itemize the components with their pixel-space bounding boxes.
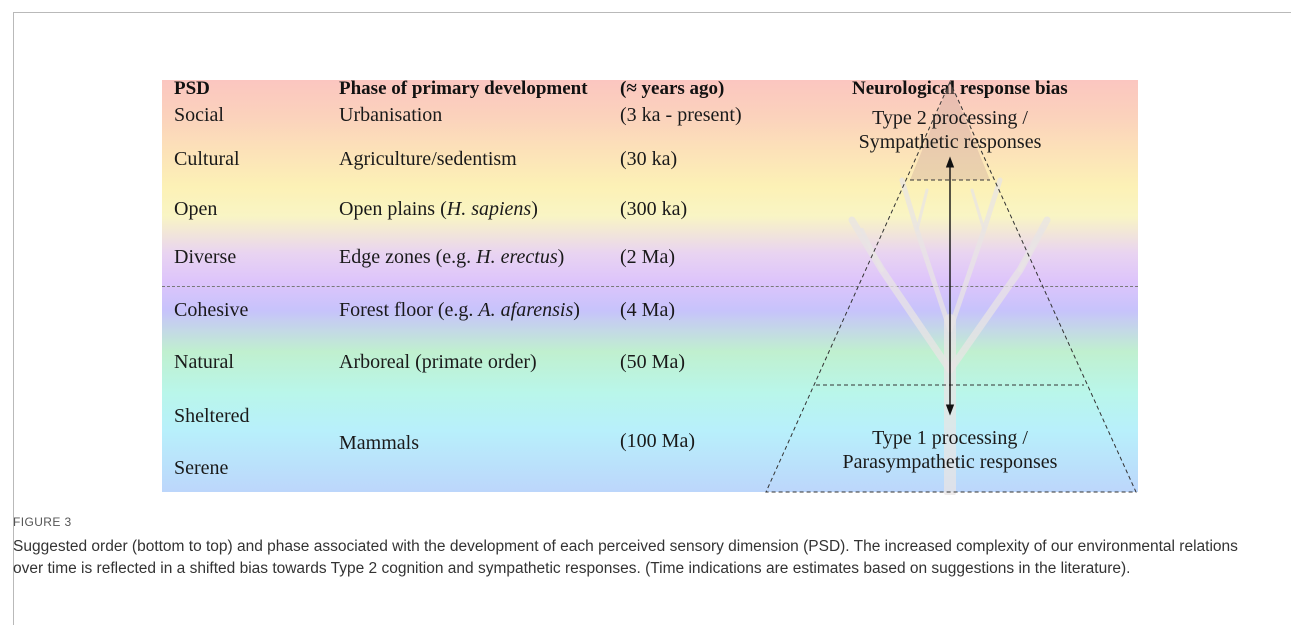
years-social: (3 ka - present) — [620, 104, 742, 126]
phase-forest-floor: Forest floor (e.g. A. afarensis) — [339, 299, 580, 321]
phase-mammals: Mammals — [339, 432, 419, 454]
figure-caption-title: FIGURE 3 — [13, 515, 72, 529]
psd-diverse: Diverse — [174, 246, 237, 268]
years-mammals: (100 Ma) — [620, 430, 695, 452]
phase-agriculture: Agriculture/sedentism — [339, 148, 517, 170]
figure-caption-text: Suggested order (bottom to top) and phas… — [13, 538, 1238, 577]
phase-urbanisation: Urbanisation — [339, 104, 443, 126]
psd-natural: Natural — [174, 351, 234, 373]
psd-open: Open — [174, 198, 218, 220]
type2-label: Type 2 processing / Sympathetic response… — [858, 107, 1042, 153]
type1-label: Type 1 processing / Parasympathetic resp… — [842, 427, 1058, 473]
years-cultural: (30 ka) — [620, 148, 678, 170]
header-years: (≈ years ago) — [620, 78, 725, 99]
figure-frame-left — [13, 12, 14, 625]
years-diverse: (2 Ma) — [620, 246, 675, 268]
response-pyramid — [765, 80, 1137, 495]
header-phase: Phase of primary development — [339, 78, 588, 99]
apex-shading — [910, 82, 990, 180]
figure-frame-top — [13, 12, 1291, 13]
years-open: (300 ka) — [620, 198, 688, 220]
phase-arboreal: Arboreal (primate order) — [339, 351, 537, 373]
pyramid-outline — [765, 80, 1137, 493]
figure-diagram: PSD Phase of primary development (≈ year… — [162, 70, 1138, 495]
phase-edge-zones: Edge zones (e.g. H. erectus) — [339, 246, 565, 268]
psd-serene: Serene — [174, 457, 229, 479]
psd-cohesive: Cohesive — [174, 299, 249, 321]
header-response: Neurological response bias — [852, 78, 1068, 99]
years-natural: (50 Ma) — [620, 351, 685, 373]
years-cohesive: (4 Ma) — [620, 299, 675, 321]
psd-sheltered: Sheltered — [174, 405, 250, 427]
dashed-divider — [162, 286, 1138, 287]
psd-cultural: Cultural — [174, 148, 240, 170]
header-psd: PSD — [174, 78, 210, 99]
psd-social: Social — [174, 104, 224, 126]
phase-open-plains: Open plains (H. sapiens) — [339, 198, 538, 220]
